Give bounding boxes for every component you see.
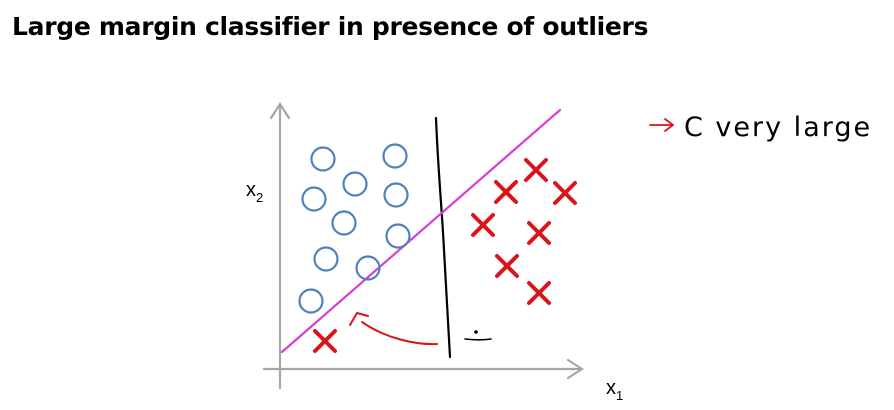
negative-circle <box>355 255 381 281</box>
positive-cross <box>527 221 551 245</box>
x-axis-label-main: x <box>606 377 616 399</box>
positive-cross <box>524 158 548 182</box>
scribble-line <box>464 338 492 341</box>
positive-cross <box>495 254 519 278</box>
c-annotation-arrow <box>649 118 674 132</box>
y-axis-label-subscript: 2 <box>256 190 263 205</box>
negative-examples <box>298 143 411 314</box>
axes <box>262 101 585 390</box>
y-axis-label: x2 <box>246 179 263 205</box>
negative-circle <box>310 146 336 172</box>
positive-cross <box>471 213 495 237</box>
magenta-decision-boundary <box>280 108 562 354</box>
negative-circle <box>313 246 339 272</box>
c-annotation-arrow-head <box>664 118 674 132</box>
c-annotation-text: C very large <box>684 112 872 143</box>
negative-circle <box>382 143 408 169</box>
shift-arrow <box>349 312 438 346</box>
negative-circle <box>342 171 368 197</box>
black-decision-boundary <box>434 116 452 359</box>
negative-circle <box>301 186 327 212</box>
shift-arrow-shaft <box>361 321 438 346</box>
scribble-dot <box>474 330 478 334</box>
positive-cross <box>527 281 551 305</box>
negative-circle <box>331 210 357 236</box>
y-axis-label-main: x <box>246 179 256 201</box>
slide-title: Large margin classifier in presence of o… <box>12 12 649 41</box>
negative-circle <box>298 288 324 314</box>
x-axis-label-subscript: 1 <box>616 388 623 403</box>
positive-examples <box>471 158 577 305</box>
y-axis-arrowhead <box>269 101 291 120</box>
negative-circle <box>385 223 411 249</box>
x-axis-arrowhead <box>566 358 585 380</box>
shift-arrow-head <box>349 312 369 326</box>
negative-circle <box>383 182 409 208</box>
x-axis-label: x1 <box>606 377 623 403</box>
scribble-marks <box>464 330 492 341</box>
positive-cross <box>553 181 577 205</box>
outlier-cross <box>313 329 337 353</box>
positive-cross <box>494 180 518 204</box>
